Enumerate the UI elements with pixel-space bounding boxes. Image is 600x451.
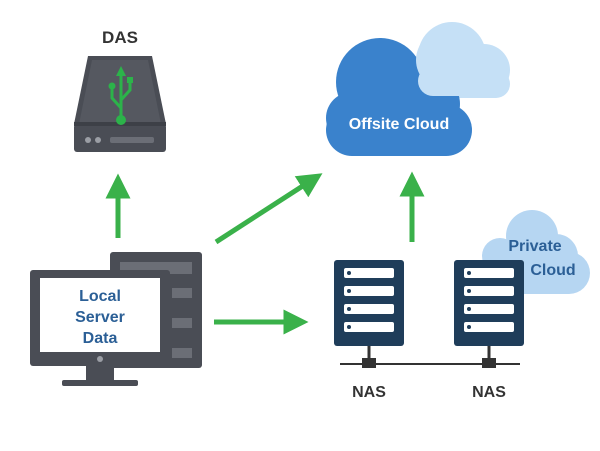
private-cloud-label-line2: Cloud — [530, 262, 576, 279]
local-server-label-line1: Local — [79, 288, 121, 305]
nas-network-link — [340, 346, 520, 368]
nas-unit-1-icon — [334, 260, 404, 346]
nas-label-1: NAS — [352, 384, 386, 401]
nas-unit-2-icon — [454, 260, 524, 346]
das-label: DAS — [102, 28, 138, 47]
monitor-icon — [30, 270, 170, 386]
nas-label-2: NAS — [472, 384, 506, 401]
offsite-cloud-front-shape — [326, 38, 472, 156]
local-server-label-line3: Data — [82, 330, 118, 347]
offsite-cloud-icon — [326, 22, 510, 156]
usb-icon — [108, 66, 133, 125]
offsite-cloud-overlap-shape — [416, 30, 506, 96]
arrow-to-offsite-cloud — [214, 173, 323, 245]
monitor-screen — [40, 278, 160, 352]
das-drive-icon — [74, 56, 166, 152]
local-server-label-line2: Server — [75, 309, 125, 326]
private-cloud-label-line1: Private — [508, 238, 562, 255]
offsite-cloud-label: Offsite Cloud — [348, 116, 450, 133]
